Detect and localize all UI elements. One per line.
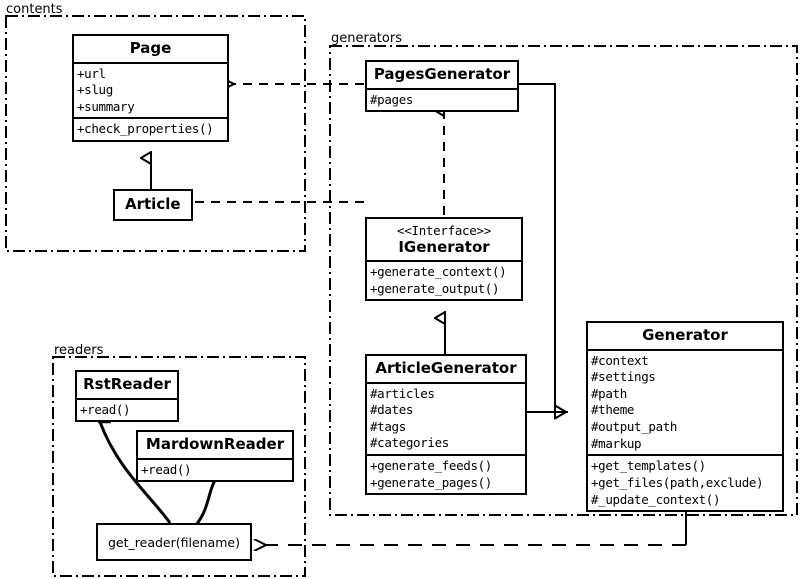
class-attributes-generator: #context #settings #path #theme #output_… bbox=[588, 348, 782, 455]
operation-row: +generate_output() bbox=[370, 280, 500, 296]
class-operations-rst-reader: +read() bbox=[77, 397, 177, 421]
attribute-row: +url bbox=[77, 65, 106, 81]
attribute-row: #context bbox=[591, 352, 649, 368]
class-operations-mardown-reader: +read() bbox=[138, 457, 292, 481]
attribute-row: #tags bbox=[370, 418, 406, 434]
class-operations-page: +check_properties() bbox=[74, 117, 227, 140]
class-box-page[interactable]: Page +url +slug +summary +check_properti… bbox=[72, 34, 229, 142]
class-name-article-generator: ArticleGenerator bbox=[375, 359, 517, 377]
attribute-row: #markup bbox=[591, 435, 642, 451]
attribute-row: #theme bbox=[591, 402, 635, 418]
attribute-row: #articles bbox=[370, 385, 435, 401]
class-box-igenerator[interactable]: <<Interface>> IGenerator +generate_conte… bbox=[365, 217, 523, 302]
attribute-row: +slug bbox=[77, 82, 113, 98]
class-name-label-igenerator: IGenerator bbox=[398, 237, 490, 256]
class-box-article-generator[interactable]: ArticleGenerator #articles #dates #tags … bbox=[365, 354, 527, 496]
class-box-rst-reader[interactable]: RstReader +read() bbox=[75, 370, 179, 423]
class-operations-generator: +get_templates() +get_files(path,exclude… bbox=[588, 454, 782, 510]
class-box-mardown-reader[interactable]: MardownReader +read() bbox=[136, 430, 294, 483]
operation-row: +generate_context() bbox=[370, 264, 507, 280]
class-name-rst-reader: RstReader bbox=[83, 375, 171, 393]
class-attributes-page: +url +slug +summary bbox=[74, 61, 227, 118]
attribute-row: #output_path bbox=[591, 419, 678, 434]
class-attributes-pages-generator: #pages bbox=[367, 87, 517, 111]
attribute-row: #pages bbox=[370, 91, 414, 107]
class-attributes-article-generator: #articles #dates #tags #categories bbox=[367, 381, 525, 455]
class-operations-article-generator: +generate_feeds() +generate_pages() bbox=[367, 454, 525, 493]
class-box-article[interactable]: Article bbox=[113, 189, 193, 221]
operation-row: +generate_feeds() bbox=[370, 458, 492, 473]
operation-row: +get_files(path,exclude) bbox=[591, 474, 764, 490]
class-name-generator: Generator bbox=[642, 326, 728, 344]
package-label-contents: contents bbox=[6, 2, 63, 17]
attribute-row: #settings bbox=[591, 369, 656, 385]
attribute-row: #path bbox=[591, 385, 627, 401]
operation-row: #_update_context() bbox=[591, 491, 721, 507]
operation-row: +check_properties() bbox=[77, 121, 214, 137]
class-name-igenerator: <<Interface>> IGenerator bbox=[367, 219, 521, 260]
operation-row: +generate_pages() bbox=[370, 474, 492, 490]
operation-row: +get_templates() bbox=[591, 458, 706, 474]
operation-row: +read() bbox=[141, 461, 192, 477]
class-operations-igenerator: +generate_context() +generate_output() bbox=[367, 260, 521, 299]
class-stereotype-igenerator: <<Interface>> bbox=[397, 223, 491, 238]
package-label-readers: readers bbox=[54, 343, 104, 358]
function-box-get-reader[interactable]: get_reader(filename) bbox=[96, 523, 252, 561]
function-label-get-reader: get_reader(filename) bbox=[108, 534, 240, 550]
class-name-article: Article bbox=[125, 195, 181, 213]
class-name-page: Page bbox=[129, 39, 172, 57]
class-box-pages-generator[interactable]: PagesGenerator #pages bbox=[365, 60, 519, 113]
class-box-generator[interactable]: Generator #context #settings #path #them… bbox=[586, 321, 784, 513]
package-label-generators: generators bbox=[331, 31, 402, 46]
operation-row: +read() bbox=[80, 401, 131, 417]
class-name-pages-generator: PagesGenerator bbox=[373, 65, 511, 83]
attribute-row: +summary bbox=[77, 98, 135, 114]
attribute-row: #categories bbox=[370, 435, 449, 451]
class-name-mardown-reader: MardownReader bbox=[145, 435, 285, 453]
attribute-row: #dates bbox=[370, 402, 414, 418]
